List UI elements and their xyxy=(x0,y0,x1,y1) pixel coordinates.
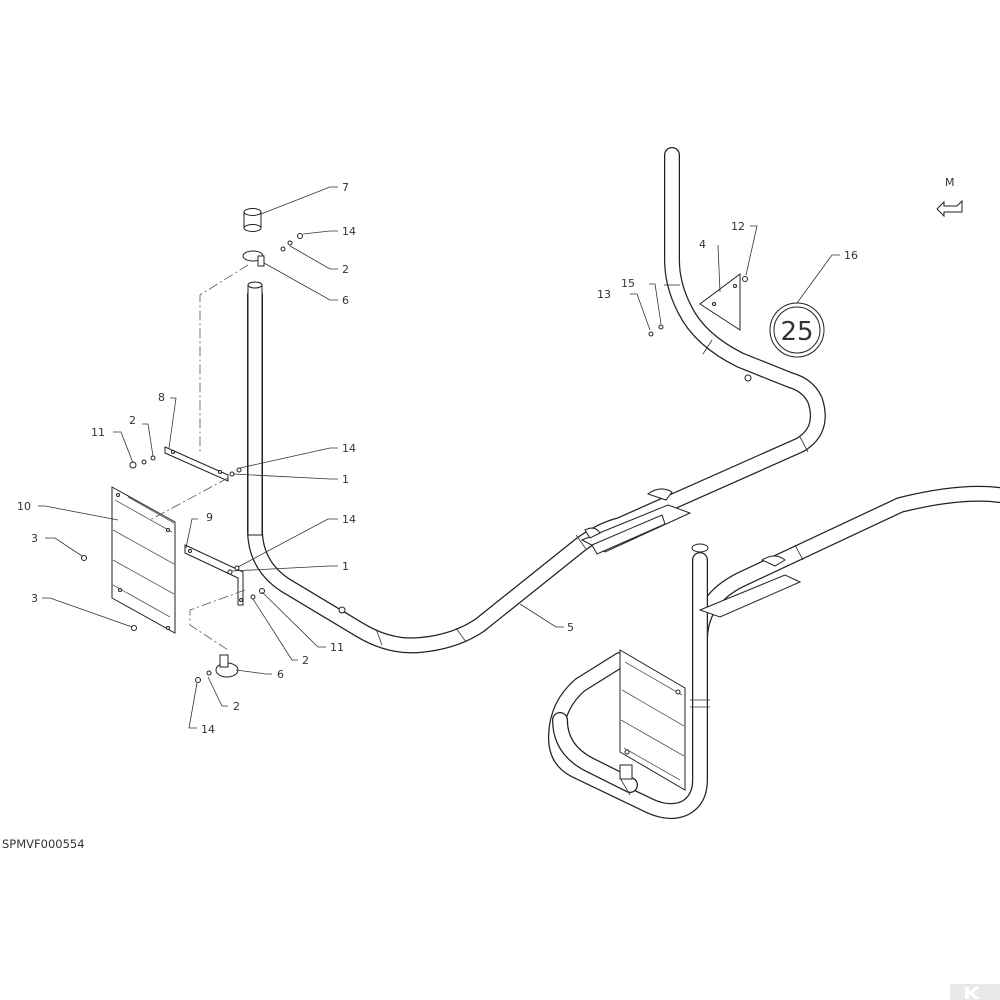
clamp-6-top xyxy=(242,250,265,267)
callout-14: 14 xyxy=(342,513,356,526)
callout-1: 1 xyxy=(342,560,349,573)
callout-2: 2 xyxy=(302,654,309,667)
callout-3: 3 xyxy=(31,592,38,605)
callout-11: 11 xyxy=(91,426,105,439)
drawing-code: SPMVF000554 xyxy=(2,837,85,851)
assembly-lines xyxy=(149,264,249,651)
bracket-8 xyxy=(164,446,229,482)
callout-8: 8 xyxy=(158,391,165,404)
callout-14: 14 xyxy=(342,225,356,238)
brand-logo xyxy=(950,984,1000,1000)
callout-6: 6 xyxy=(342,294,349,307)
lower-frame-tube xyxy=(547,485,1000,819)
speed-sign-16 xyxy=(769,302,825,358)
callout-2: 2 xyxy=(129,414,136,427)
callout-7: 7 xyxy=(342,181,349,194)
tube-brackets xyxy=(580,488,802,618)
callout-15: 15 xyxy=(621,277,635,290)
cap-7 xyxy=(243,208,262,232)
callout-10: 10 xyxy=(17,500,31,513)
callout-4: 4 xyxy=(699,238,706,251)
callout-14: 14 xyxy=(342,442,356,455)
callout-2: 2 xyxy=(233,700,240,713)
callout-3: 3 xyxy=(31,532,38,545)
upright-post xyxy=(247,281,263,536)
callout-11: 11 xyxy=(330,641,344,654)
speed-sign-text: 25 xyxy=(780,317,813,347)
clamp-6-bottom xyxy=(215,654,239,678)
fasteners xyxy=(81,233,748,683)
bracket-9 xyxy=(184,544,244,606)
mounted-warning-plate xyxy=(619,649,686,791)
callout-labels: 7 14 2 6 8 2 11 14 1 10 9 14 3 1 3 11 2 … xyxy=(17,181,858,736)
triangle-reflector-4 xyxy=(699,273,741,331)
callout-9: 9 xyxy=(206,511,213,524)
callout-6: 6 xyxy=(277,668,284,681)
callout-16: 16 xyxy=(844,249,858,262)
view-letter: M xyxy=(945,176,955,189)
callout-1: 1 xyxy=(342,473,349,486)
callout-12: 12 xyxy=(731,220,745,233)
callout-14: 14 xyxy=(201,723,215,736)
callout-13: 13 xyxy=(597,288,611,301)
leader-lines xyxy=(38,186,840,729)
view-direction-arrow-icon xyxy=(936,199,963,218)
callout-5: 5 xyxy=(567,621,574,634)
callout-2: 2 xyxy=(342,263,349,276)
warning-plate-10 xyxy=(111,486,176,634)
